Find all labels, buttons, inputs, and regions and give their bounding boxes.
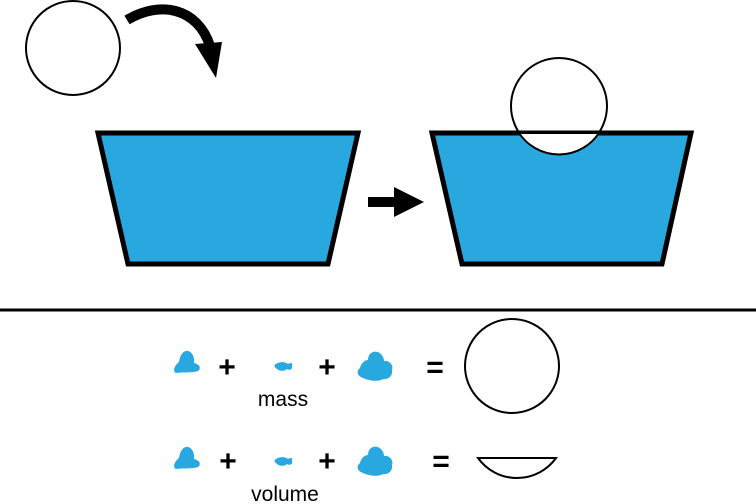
water-blob-icon <box>274 362 293 371</box>
ball-result-icon <box>464 318 560 414</box>
curved-arrow-icon <box>124 4 222 78</box>
water-blob-icon <box>174 350 200 373</box>
water-blob-icon <box>357 351 393 381</box>
submerged-ball-part <box>517 132 601 156</box>
equals-sign: = <box>426 351 444 384</box>
left-tub <box>94 130 362 267</box>
right-arrow-icon <box>368 187 424 217</box>
volume-label: volume <box>251 483 319 504</box>
plus-sign: + <box>318 351 336 384</box>
plus-sign: + <box>218 351 236 384</box>
right-tub <box>428 130 695 267</box>
ball-icon <box>25 0 121 96</box>
water-blob-icon <box>357 446 393 476</box>
mass-label: mass <box>258 388 308 411</box>
top-panel <box>25 0 695 267</box>
mass-equation: + + = mass <box>174 318 560 414</box>
equals-sign: = <box>432 445 450 478</box>
water-blob-icon <box>174 446 200 469</box>
plus-sign: + <box>318 445 336 478</box>
water-blob-icon <box>274 457 293 466</box>
plus-sign: + <box>219 445 237 478</box>
right-tub-group <box>428 57 695 267</box>
left-tub-group <box>25 0 362 267</box>
submerged-segment-icon <box>476 457 558 480</box>
volume-equation: + + = volume <box>174 445 558 504</box>
